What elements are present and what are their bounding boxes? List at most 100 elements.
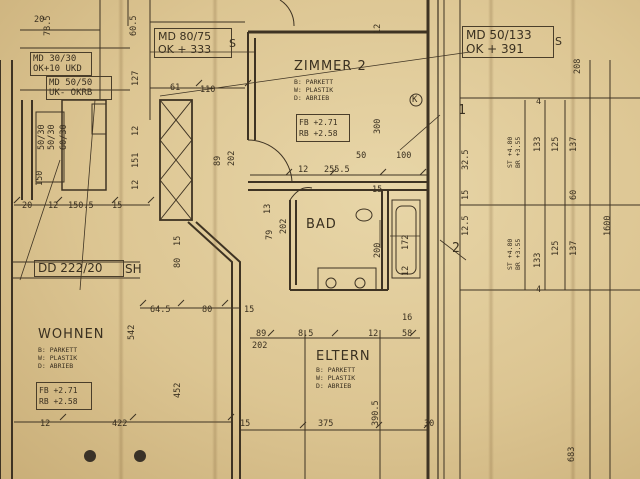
room-finish-zimmer-2: B: PARKETT W: PLASTIK D: ABRIEB — [294, 78, 333, 102]
room-name-eltern: ELTERN — [316, 349, 371, 364]
dim-label: 151 — [131, 152, 141, 168]
dim-label: 50 — [356, 151, 367, 161]
dim-label: 12 — [131, 125, 141, 136]
opening-md-50-133-line2: OK + 391 — [466, 42, 524, 56]
dim-label: 8.5 — [298, 329, 314, 339]
zimmer2-w: W: PLASTIK — [294, 86, 334, 94]
dim-label: 60.5 — [129, 15, 139, 36]
dim-label: 79 — [265, 229, 275, 240]
room-finish-wohnen: B: PARKETT W: PLASTIK D: ABRIEB — [38, 346, 77, 370]
dim-label: 1 — [458, 103, 466, 118]
eltern-b: B: PARKETT — [316, 366, 356, 374]
zimmer2-d: D: ABRIEB — [294, 94, 330, 102]
dim-label: 15 — [240, 419, 251, 429]
dim-label: 60/30 — [59, 124, 69, 150]
dim-label: 12 — [40, 419, 51, 429]
dim-label: 452 — [173, 382, 183, 398]
dim-label: 125 — [551, 136, 561, 152]
marker-k: K — [412, 95, 418, 105]
opening-md-50-133-tag: S — [555, 35, 562, 48]
dim-label: 78.5 — [43, 15, 53, 36]
dim-label: 542 — [127, 324, 137, 340]
dim-label: 300 — [373, 118, 383, 134]
dim-label: 16 — [402, 313, 413, 323]
opening-md-80-75-tag: S — [229, 37, 236, 50]
paper-fold — [118, 0, 124, 479]
opening-md-50-50-line1: MD 50/50 — [49, 78, 93, 88]
room-name-wohnen: WOHNEN — [38, 327, 105, 342]
dim-label: 60 — [569, 189, 579, 200]
dim-label: 15 — [244, 305, 255, 315]
dim-label: 64.5 — [150, 305, 171, 315]
dim-label: 125 — [551, 240, 561, 256]
stair-upper-line1: ST +4.80 — [506, 136, 514, 168]
room-name-bad: BAD — [306, 217, 337, 232]
stair-upper-line2: BR +3.55 — [514, 136, 522, 168]
dim-label: 12 — [298, 165, 309, 175]
level-box-zimmer-2: FB +2.71 RB +2.58 — [296, 114, 350, 142]
dim-label: 12 — [373, 23, 383, 34]
room-name-zimmer-2: ZIMMER 2 — [294, 59, 367, 74]
opening-dd-222-20-text: DD 222/20 — [38, 261, 103, 275]
dim-label: 58 — [402, 329, 413, 339]
dim-label: 202 — [252, 341, 268, 351]
dim-label: 80 — [173, 257, 183, 268]
dim-label: 137 — [569, 240, 579, 256]
dim-label: 12 — [401, 265, 411, 276]
paper-fold — [488, 0, 494, 479]
zimmer2-fb: FB +2.71 — [299, 118, 338, 127]
dim-label: 255.5 — [324, 165, 350, 175]
paper-fold — [570, 0, 576, 479]
dim-label: 375 — [318, 419, 334, 429]
punch-hole — [134, 450, 146, 462]
dim-label: 4 — [536, 97, 542, 107]
stair-lower-line1: ST +4.80 — [506, 238, 514, 270]
dim-label: 30 — [424, 419, 435, 429]
opening-tag-md-50-50: MD 50/50 UK- OKRB — [46, 76, 112, 100]
dim-label: 15 — [372, 185, 383, 195]
wohnen-rb: RB +2.58 — [39, 397, 78, 406]
dim-label: 15 — [461, 189, 471, 200]
dim-label: 12 — [368, 329, 379, 339]
dim-label: 89 — [213, 155, 223, 166]
opening-md-80-75-line1: MD 80/75 — [158, 30, 212, 43]
opening-dd-222-20-tag: SH — [125, 262, 142, 276]
stair-note-upper: ST +4.80 BR +3.55 — [506, 137, 522, 168]
opening-md-50-133-line1: MD 50/133 — [466, 28, 532, 42]
dim-label: 150.5 — [68, 201, 94, 211]
wohnen-b: B: PARKETT — [38, 346, 78, 354]
paper-fold — [212, 0, 218, 479]
wohnen-fb: FB +2.71 — [39, 386, 78, 395]
dim-label: 202 — [279, 218, 289, 234]
opening-tag-md-80-75: MD 80/75 OK + 333 — [154, 28, 232, 58]
dim-label: 20 — [34, 15, 45, 25]
stair-lower-line2: BR +3.55 — [514, 238, 522, 270]
zimmer2-b: B: PARKETT — [294, 78, 334, 86]
opening-tag-md-30-30: MD 30/30 OK+10 UKD — [30, 52, 92, 76]
punch-hole — [84, 450, 96, 462]
dim-label: 422 — [112, 419, 128, 429]
wohnen-d: D: ABRIEB — [38, 362, 74, 370]
opening-md-30-30-line2: OK+10 UKD — [33, 64, 82, 74]
dim-label: 12.5 — [461, 215, 471, 236]
eltern-w: W: PLASTIK — [316, 374, 356, 382]
dim-label: 137 — [569, 136, 579, 152]
dim-label: 150 — [35, 170, 45, 186]
zimmer2-rb: RB +2.58 — [299, 129, 338, 138]
dim-label: 390.5 — [371, 400, 381, 426]
dim-label: 50/30 — [47, 124, 57, 150]
dim-label: 133 — [533, 136, 543, 152]
dim-label: 683 — [567, 446, 577, 462]
dim-label: 15 — [173, 235, 183, 246]
wohnen-w: W: PLASTIK — [38, 354, 78, 362]
dim-label: 2 — [452, 241, 460, 256]
opening-md-50-50-line2: UK- OKRB — [49, 88, 93, 98]
dim-label: 100 — [396, 151, 412, 161]
opening-tag-md-50-133: MD 50/133 OK + 391 — [462, 26, 554, 58]
dim-label: 61 — [170, 83, 181, 93]
opening-md-80-75-line2: OK + 333 — [158, 43, 212, 56]
level-box-wohnen: FB +2.71 RB +2.58 — [36, 382, 92, 410]
dim-label: 202 — [227, 150, 237, 166]
